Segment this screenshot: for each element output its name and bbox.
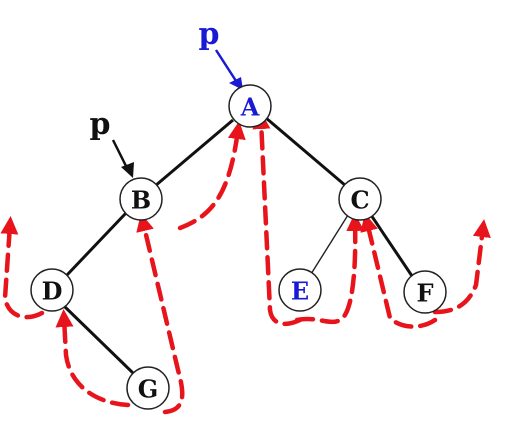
thread-g-b [136,213,185,415]
pointer-label-b: p [90,107,111,142]
node-d-label: D [42,277,63,306]
thread-f-null [432,219,491,315]
edge-c-e [310,214,349,275]
node-b-label: B [131,186,151,215]
pointer-arrowhead-to-b [121,162,134,178]
node-a: A [228,84,272,128]
node-e-circle [278,268,322,312]
thread-d-null [0,216,45,320]
node-c-circle [338,177,382,221]
node-a-circle [228,84,272,128]
edge-a-c [265,116,347,188]
node-d: D [30,268,74,312]
edge-a-b [154,118,234,188]
node-a-label: A [240,93,260,122]
tree-edges [62,116,414,375]
node-b: B [119,177,163,221]
pointer-arrows [111,49,243,178]
thread-g-d [55,309,131,408]
node-b-circle [119,177,163,221]
node-e-label: E [291,277,309,306]
edge-d-g [62,304,135,375]
thread-e-a [252,111,303,327]
node-e: E [278,268,322,312]
node-c-label: C [350,186,369,215]
thread-b-a [177,121,246,231]
pointer-arrow-to-a [214,49,240,85]
thread-paths [0,111,491,415]
thread-e-c [294,213,365,325]
thread-f-c [360,213,438,329]
node-d-circle [30,268,74,312]
edge-b-d [65,211,128,277]
pointer-arrowhead-to-a [229,77,243,90]
node-g-label: G [138,375,159,404]
node-c: C [338,177,382,221]
node-f-circle [403,270,447,314]
pointer-label-root: p [199,17,220,52]
node-g: G [126,366,170,410]
pointer-arrow-to-b [111,139,130,171]
node-f-label: F [416,279,433,308]
node-f: F [403,270,447,314]
node-g-circle [126,366,170,410]
